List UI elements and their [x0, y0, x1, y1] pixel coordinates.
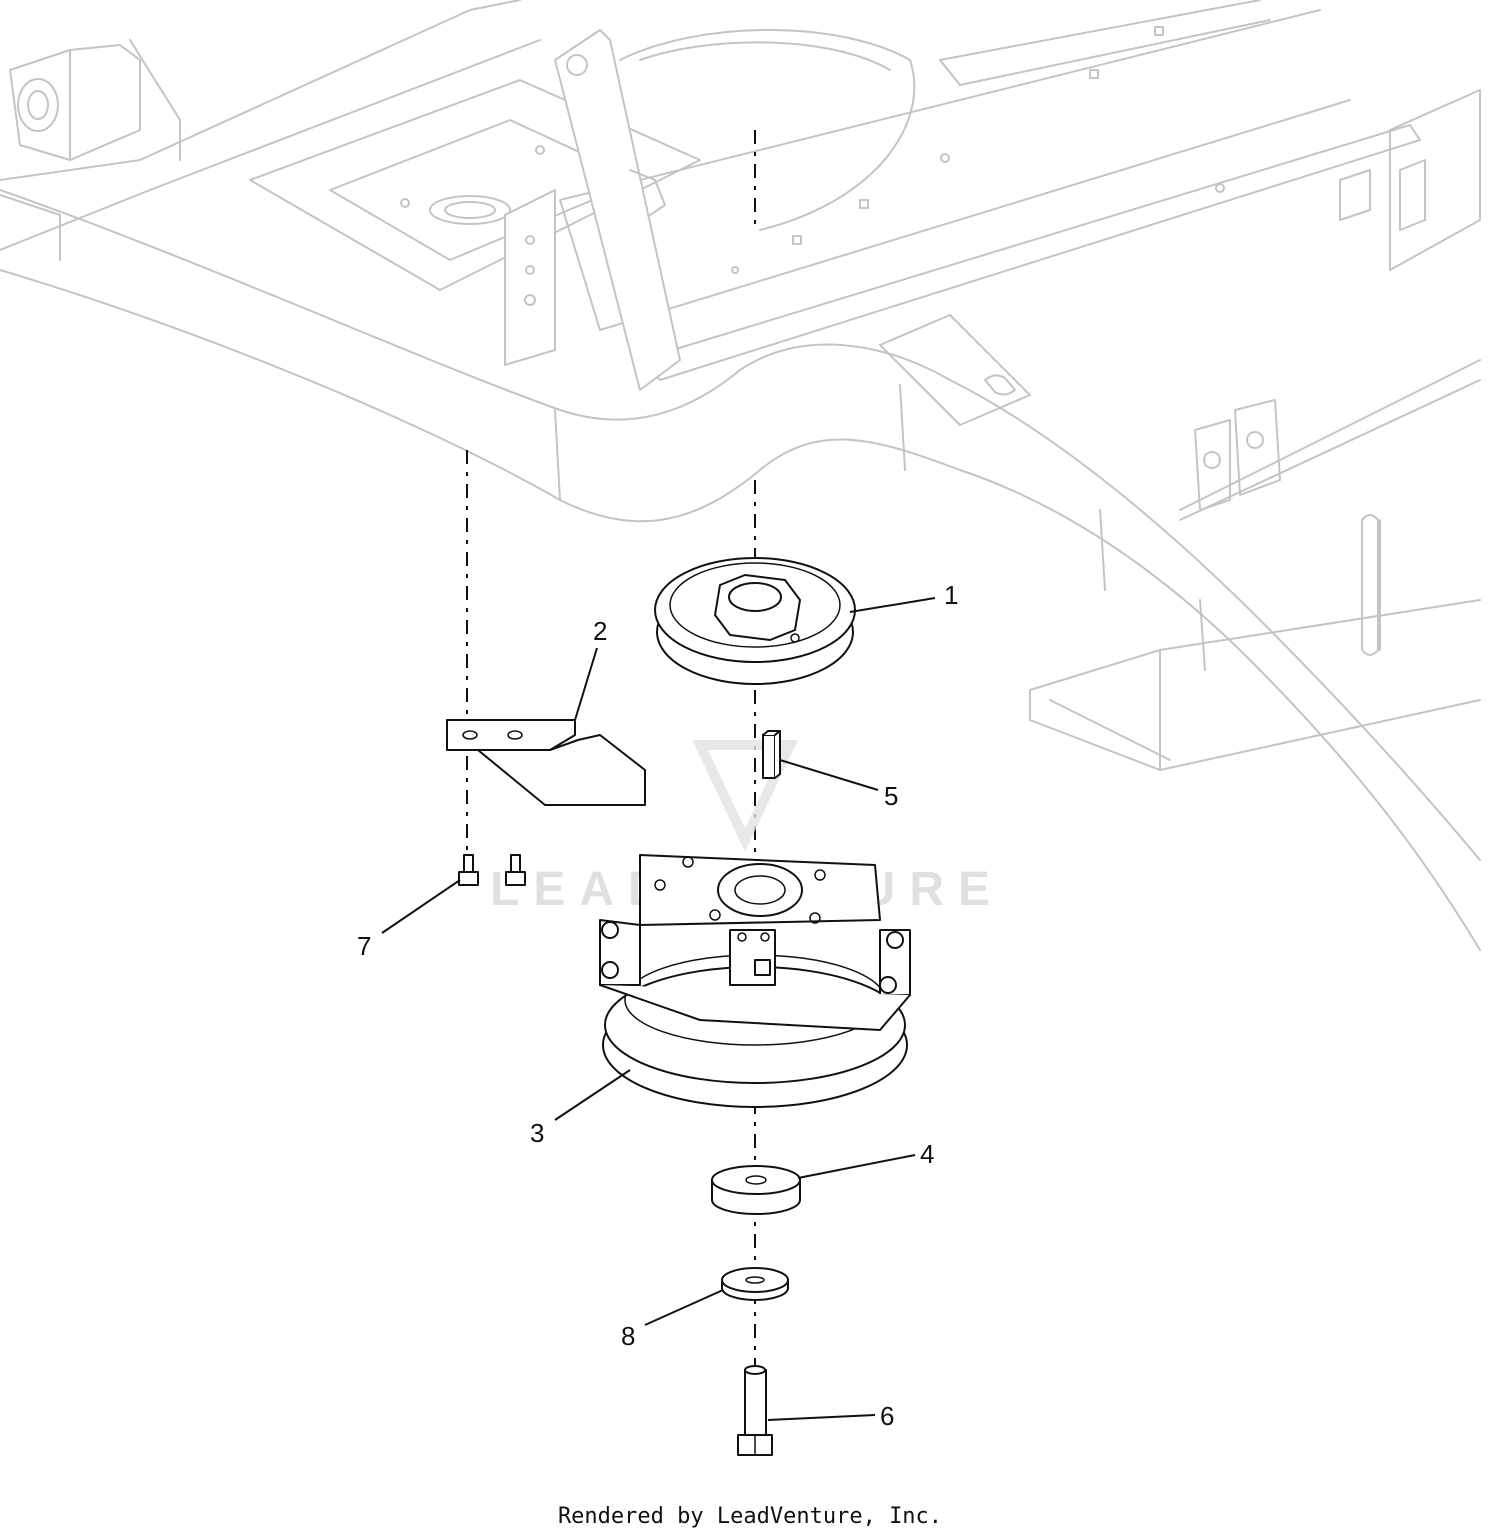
part-4-spacer[interactable] [711, 1165, 801, 1215]
part-2-shield-bracket[interactable] [446, 719, 646, 806]
part-1-pulley[interactable] [654, 557, 856, 685]
callout-7: 7 [357, 931, 371, 961]
leader-6 [767, 1414, 876, 1421]
leader-lines [381, 597, 936, 1421]
part-3-electric-clutch[interactable] [599, 854, 911, 1108]
callout-labels: 1 2 3 4 5 6 7 8 [357, 580, 958, 1431]
leader-5 [779, 759, 879, 791]
part-8-washer[interactable] [721, 1267, 789, 1301]
leader-2 [574, 647, 598, 721]
mower-frame [0, 0, 1481, 951]
leader-8 [644, 1289, 724, 1326]
callout-3: 3 [530, 1118, 544, 1148]
leader-3 [554, 1069, 631, 1121]
callout-1: 1 [944, 580, 958, 610]
leader-4 [797, 1154, 916, 1179]
callout-5: 5 [884, 781, 898, 811]
part-7-screws[interactable] [458, 854, 526, 886]
leader-7 [381, 879, 461, 934]
callout-6: 6 [880, 1401, 894, 1431]
callout-4: 4 [920, 1139, 934, 1169]
callout-2: 2 [593, 616, 607, 646]
part-5-key[interactable] [762, 730, 781, 779]
rendered-by-credit: Rendered by LeadVenture, Inc. [557, 1504, 943, 1529]
part-6-bolt[interactable] [737, 1365, 773, 1456]
callout-8: 8 [621, 1321, 635, 1351]
leader-1 [849, 597, 936, 613]
